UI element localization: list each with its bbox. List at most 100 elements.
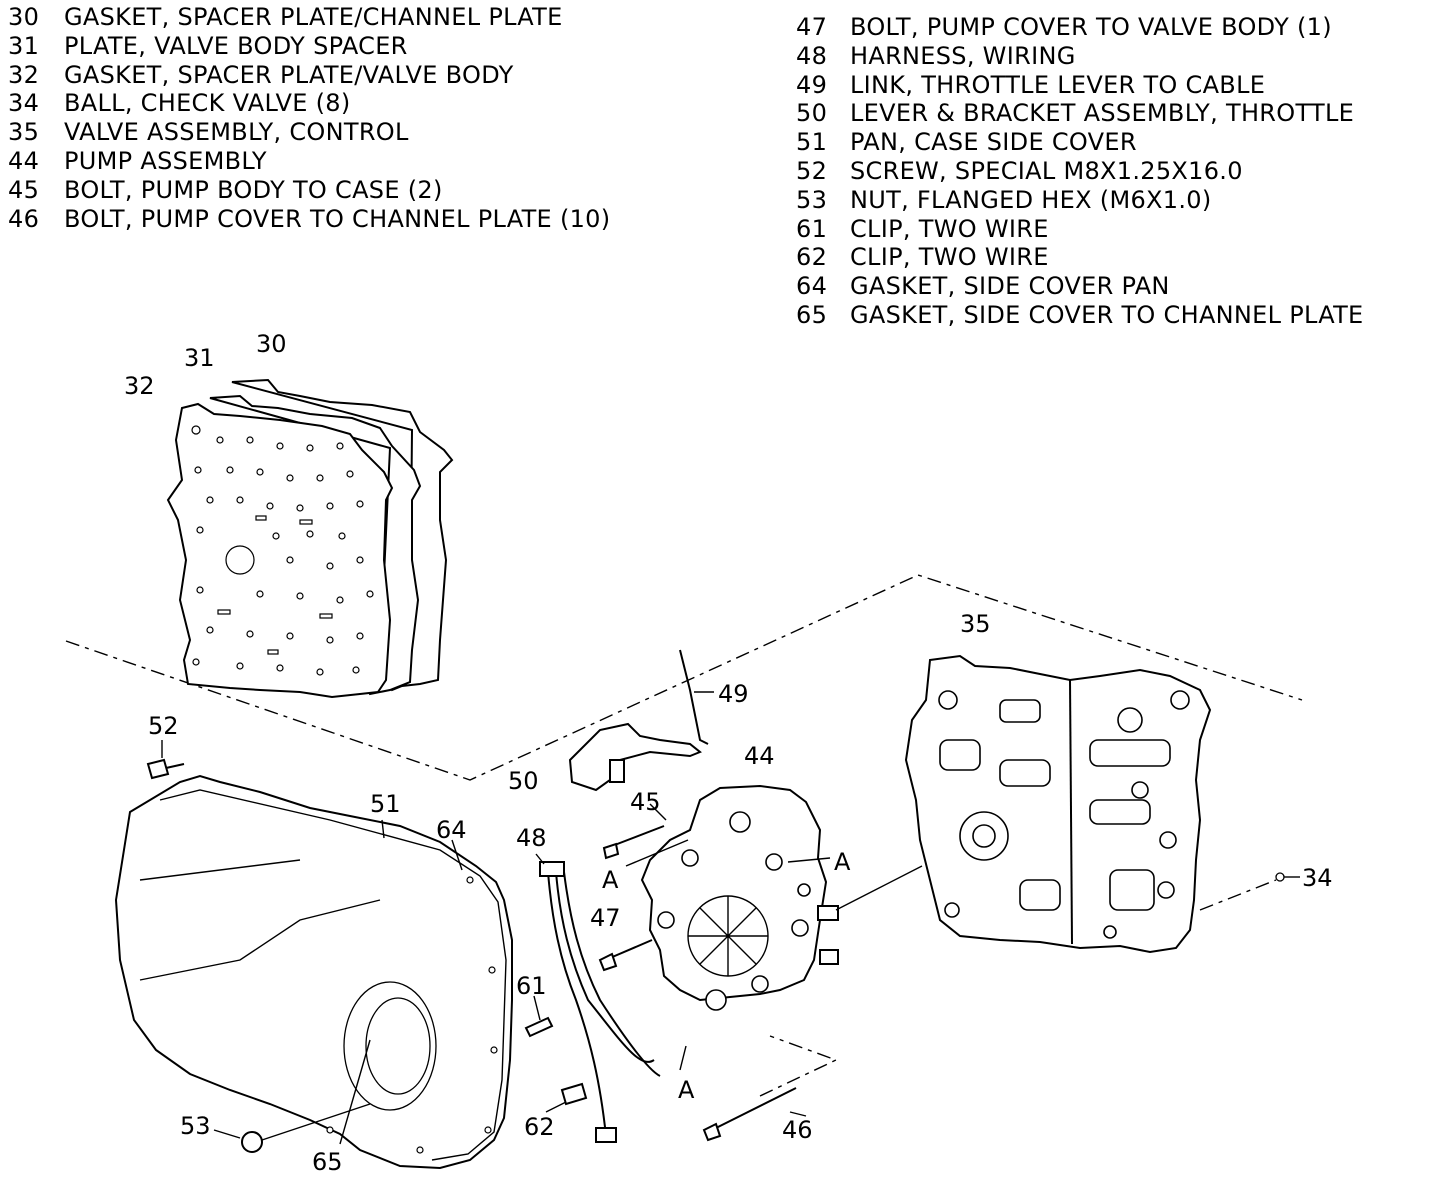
callout-31: 31 <box>184 344 215 372</box>
pan-bolt-holes <box>326 876 498 1154</box>
pump-assembly-44 <box>640 784 839 1011</box>
legend-text: BOLT, PUMP COVER TO VALVE BODY (1) <box>850 13 1332 41</box>
leader-62 <box>545 1101 567 1113</box>
callout-50: 50 <box>508 767 539 795</box>
throttle-link-49 <box>679 649 709 745</box>
pump-cover-web <box>687 895 769 977</box>
harness-connector <box>539 861 565 877</box>
legend-item: 34 BALL, CHECK VALVE (8) <box>8 89 610 118</box>
nut-53-alignment <box>261 1103 371 1141</box>
legend-number: 34 <box>8 89 40 118</box>
callout-44: 44 <box>744 742 775 770</box>
callout-a-bottom: A <box>678 1076 695 1104</box>
legend-number: 30 <box>8 3 40 31</box>
valve-body-bores <box>938 690 1190 939</box>
legend-number: 49 <box>796 70 828 99</box>
legend-number: 64 <box>796 272 828 301</box>
bolt-47 <box>598 939 653 972</box>
callout-a-left: A <box>602 866 619 894</box>
pump-to-valve-body-line <box>835 865 923 911</box>
legend-text: PAN, CASE SIDE COVER <box>850 128 1137 157</box>
callout-52: 52 <box>148 712 179 740</box>
alignment-a3 <box>679 1045 687 1071</box>
legend-text: PUMP ASSEMBLY <box>64 146 267 175</box>
legend-number: 51 <box>796 128 828 157</box>
legend-text: BALL, CHECK VALVE (8) <box>64 89 351 118</box>
callout-49: 49 <box>718 680 749 708</box>
pump-bolt-holes <box>657 811 811 1011</box>
legend-item: 64 GASKET, SIDE COVER PAN <box>796 272 1364 301</box>
leader-53 <box>213 1129 241 1139</box>
legend-text: PLATE, VALVE BODY SPACER <box>64 31 408 60</box>
legend-text: BOLT, PUMP BODY TO CASE (2) <box>64 175 443 204</box>
leader-65 <box>339 1039 371 1145</box>
callout-32: 32 <box>124 372 155 400</box>
legend-text: CLIP, TWO WIRE <box>850 214 1049 243</box>
callout-46: 46 <box>782 1116 813 1144</box>
screw-52 <box>146 758 185 780</box>
legend-item: 30 GASKET, SPACER PLATE/CHANNEL PLATE <box>8 3 610 32</box>
callout-45: 45 <box>630 788 661 816</box>
legend-number: 45 <box>8 175 40 204</box>
legend-item: 44 PUMP ASSEMBLY <box>8 147 610 176</box>
legend-text: GASKET, SIDE COVER PAN <box>850 272 1170 301</box>
alignment-plane-line <box>65 574 1303 781</box>
legend-number: 50 <box>796 99 828 128</box>
legend-item: 61 CLIP, TWO WIRE <box>796 215 1364 244</box>
ball-alignment-line <box>1199 879 1277 911</box>
callout-34: 34 <box>1302 864 1333 892</box>
callout-65: 65 <box>312 1148 343 1176</box>
legend-number: 35 <box>8 118 40 147</box>
leader-51 <box>381 819 385 839</box>
leader-61 <box>533 995 541 1021</box>
leader-45 <box>649 803 667 821</box>
bolt-46 <box>702 1087 797 1142</box>
wiring-harness-48 <box>539 861 661 1143</box>
spacer-plate-stack <box>166 378 454 699</box>
legend-item: 51 PAN, CASE SIDE COVER <box>796 128 1364 157</box>
flanged-hex-nut-53 <box>241 1131 263 1153</box>
bolt-45 <box>602 825 665 860</box>
legend-item: 62 CLIP, TWO WIRE <box>796 243 1364 272</box>
callout-53: 53 <box>180 1112 211 1140</box>
callout-a-right: A <box>834 848 851 876</box>
legend-number: 44 <box>8 146 40 175</box>
case-side-cover-pan-51 <box>114 774 513 1170</box>
callout-62: 62 <box>524 1113 555 1141</box>
harness-end-connector <box>595 1127 617 1143</box>
legend-text: VALVE ASSEMBLY, CONTROL <box>64 118 409 147</box>
pump-body-outline <box>640 784 828 1002</box>
leader-64 <box>451 839 463 871</box>
callout-51: 51 <box>370 790 401 818</box>
legend-number: 61 <box>796 214 828 243</box>
legend-number: 62 <box>796 243 828 272</box>
callout-35: 35 <box>960 610 991 638</box>
pump-solenoid-connectors <box>817 905 839 965</box>
leader-48 <box>535 853 545 865</box>
legend-text: GASKET, SIDE COVER TO CHANNEL PLATE <box>850 300 1364 329</box>
legend-number: 53 <box>796 185 828 214</box>
callout-61: 61 <box>516 972 547 1000</box>
alignment-a1 <box>625 839 689 867</box>
legend-text: GASKET, SPACER PLATE/VALVE BODY <box>64 60 514 89</box>
legend-text: GASKET, SPACER PLATE/CHANNEL PLATE <box>64 3 563 31</box>
legend-number: 52 <box>796 156 828 185</box>
check-valve-ball-34 <box>1275 872 1285 882</box>
gasket-side-cover-pan-64 <box>159 789 507 1161</box>
legend-number: 46 <box>8 204 40 233</box>
spacer-plate-holes <box>191 425 374 676</box>
control-valve-assembly-35 <box>904 654 1212 954</box>
legend-text: CLIP, TWO WIRE <box>850 243 1049 272</box>
pan-contour-lines <box>139 859 381 981</box>
